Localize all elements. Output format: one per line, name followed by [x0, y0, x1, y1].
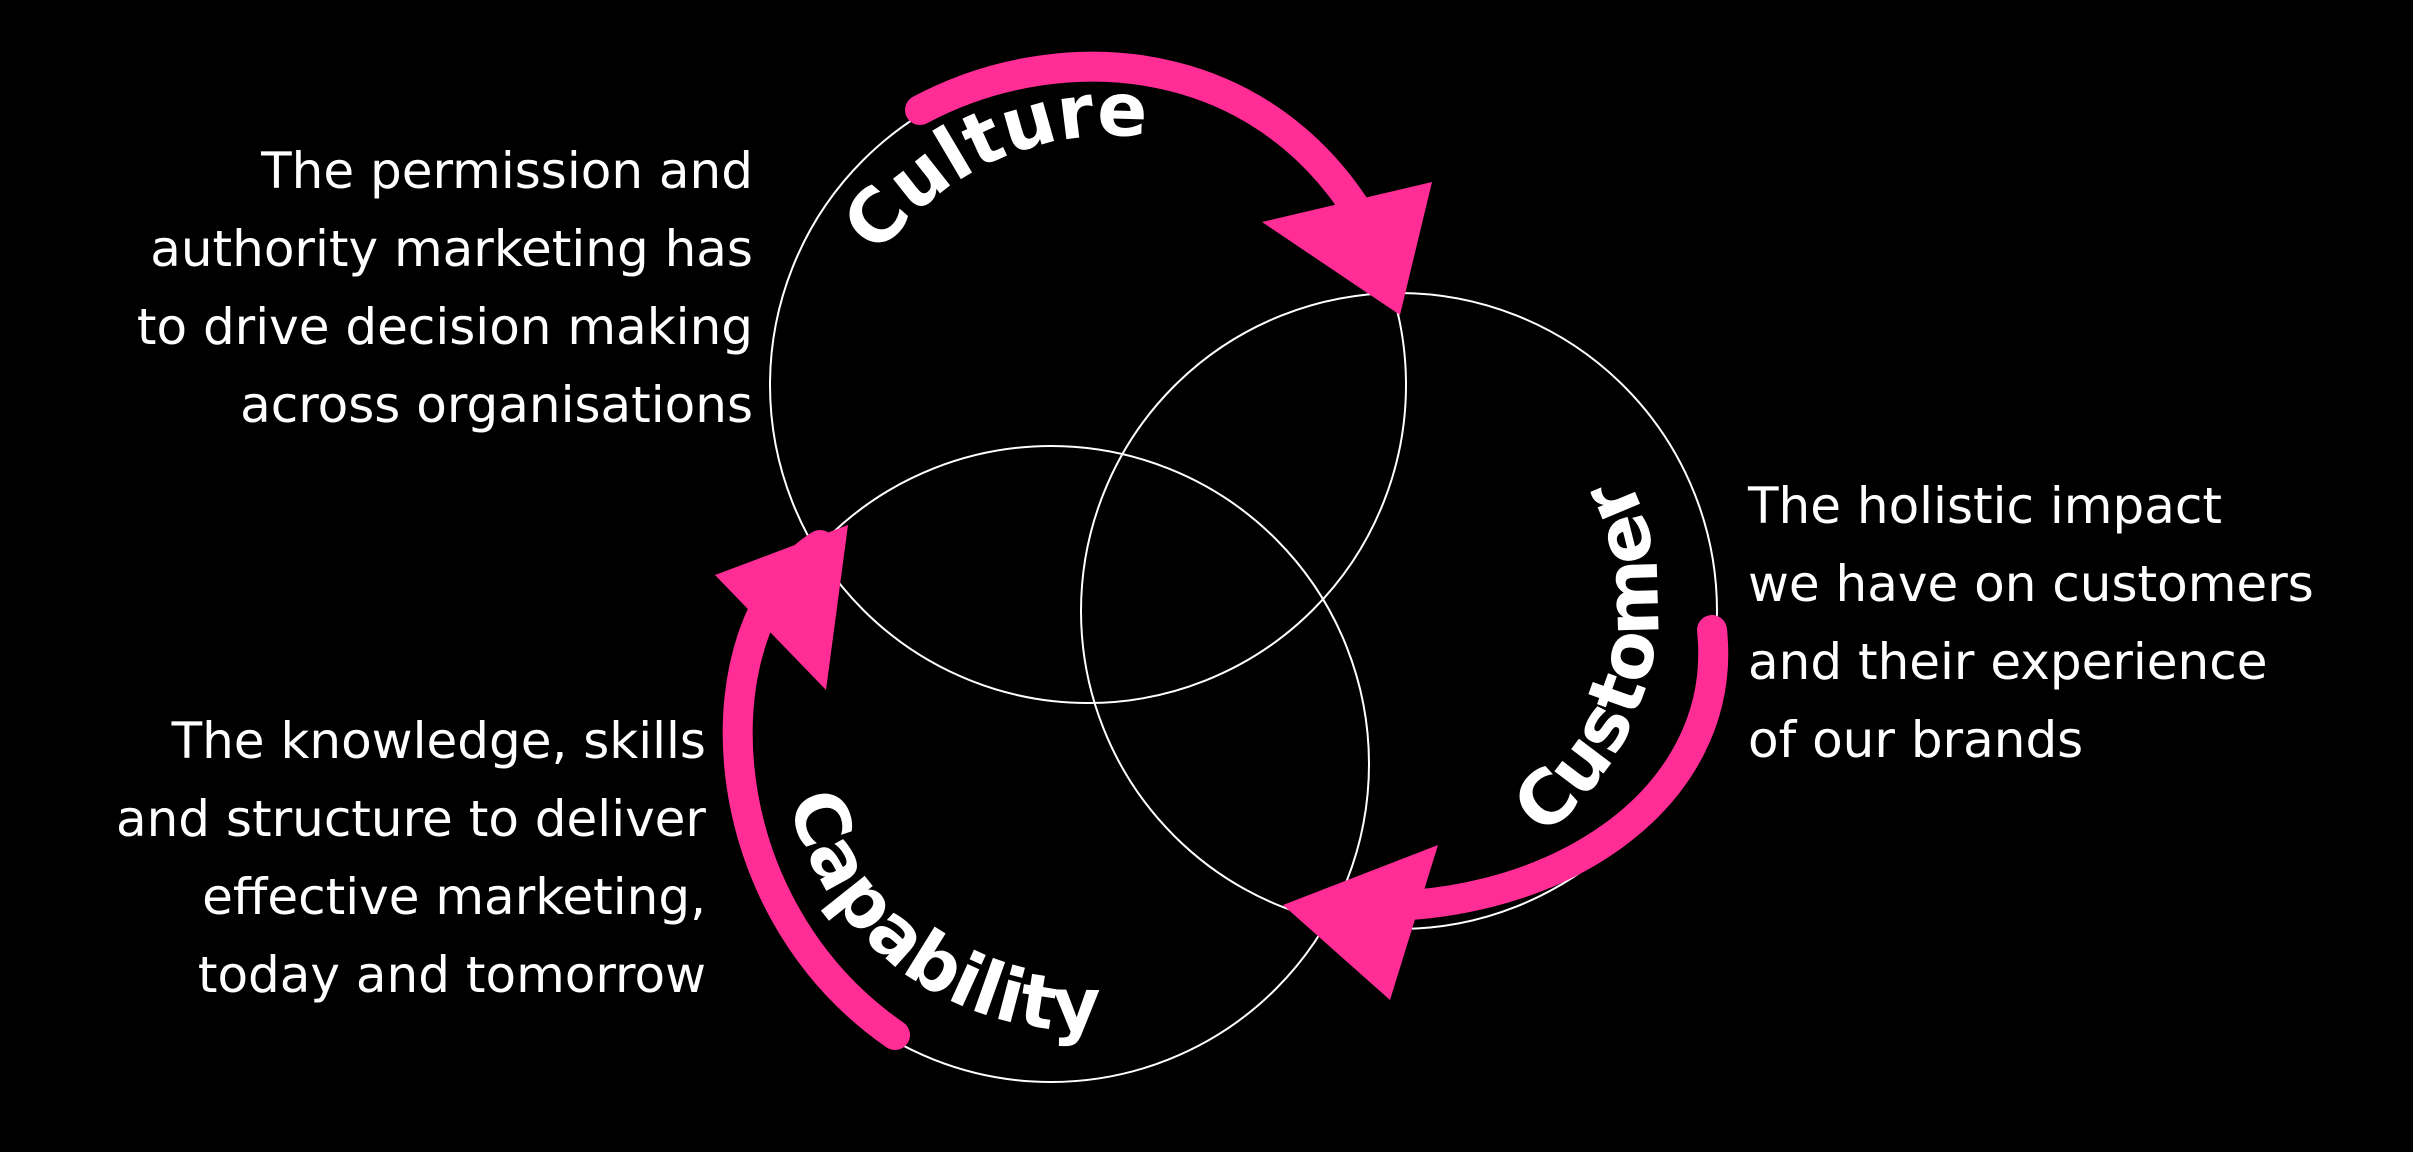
description-customer: The holistic impact we have on customers… — [1748, 467, 2314, 779]
arrow-culture-to-customer — [905, 51, 1432, 315]
description-line: The knowledge, skills — [171, 712, 706, 770]
description-line: effective marketing, — [202, 868, 706, 926]
description-line: across organisations — [240, 376, 753, 434]
description-line: The holistic impact — [1748, 477, 2222, 535]
label-capability: Capability — [771, 779, 1101, 1049]
description-line: to drive decision making — [136, 298, 753, 356]
description-line: The permission and — [261, 142, 753, 200]
description-line: and structure to deliver — [115, 790, 706, 848]
description-line: of our brands — [1748, 711, 2084, 769]
description-culture: The permission and authority marketing h… — [137, 132, 753, 444]
description-line: we have on customers — [1748, 555, 2314, 613]
description-line: and their experience — [1748, 633, 2268, 691]
description-line: authority marketing has — [150, 220, 753, 278]
arrow-capability-to-culture — [715, 525, 910, 1050]
description-line: today and tomorrow — [197, 946, 706, 1004]
description-capability: The knowledge, skills and structure to d… — [116, 702, 706, 1014]
arrow-customer-to-capability — [1283, 615, 1729, 1000]
